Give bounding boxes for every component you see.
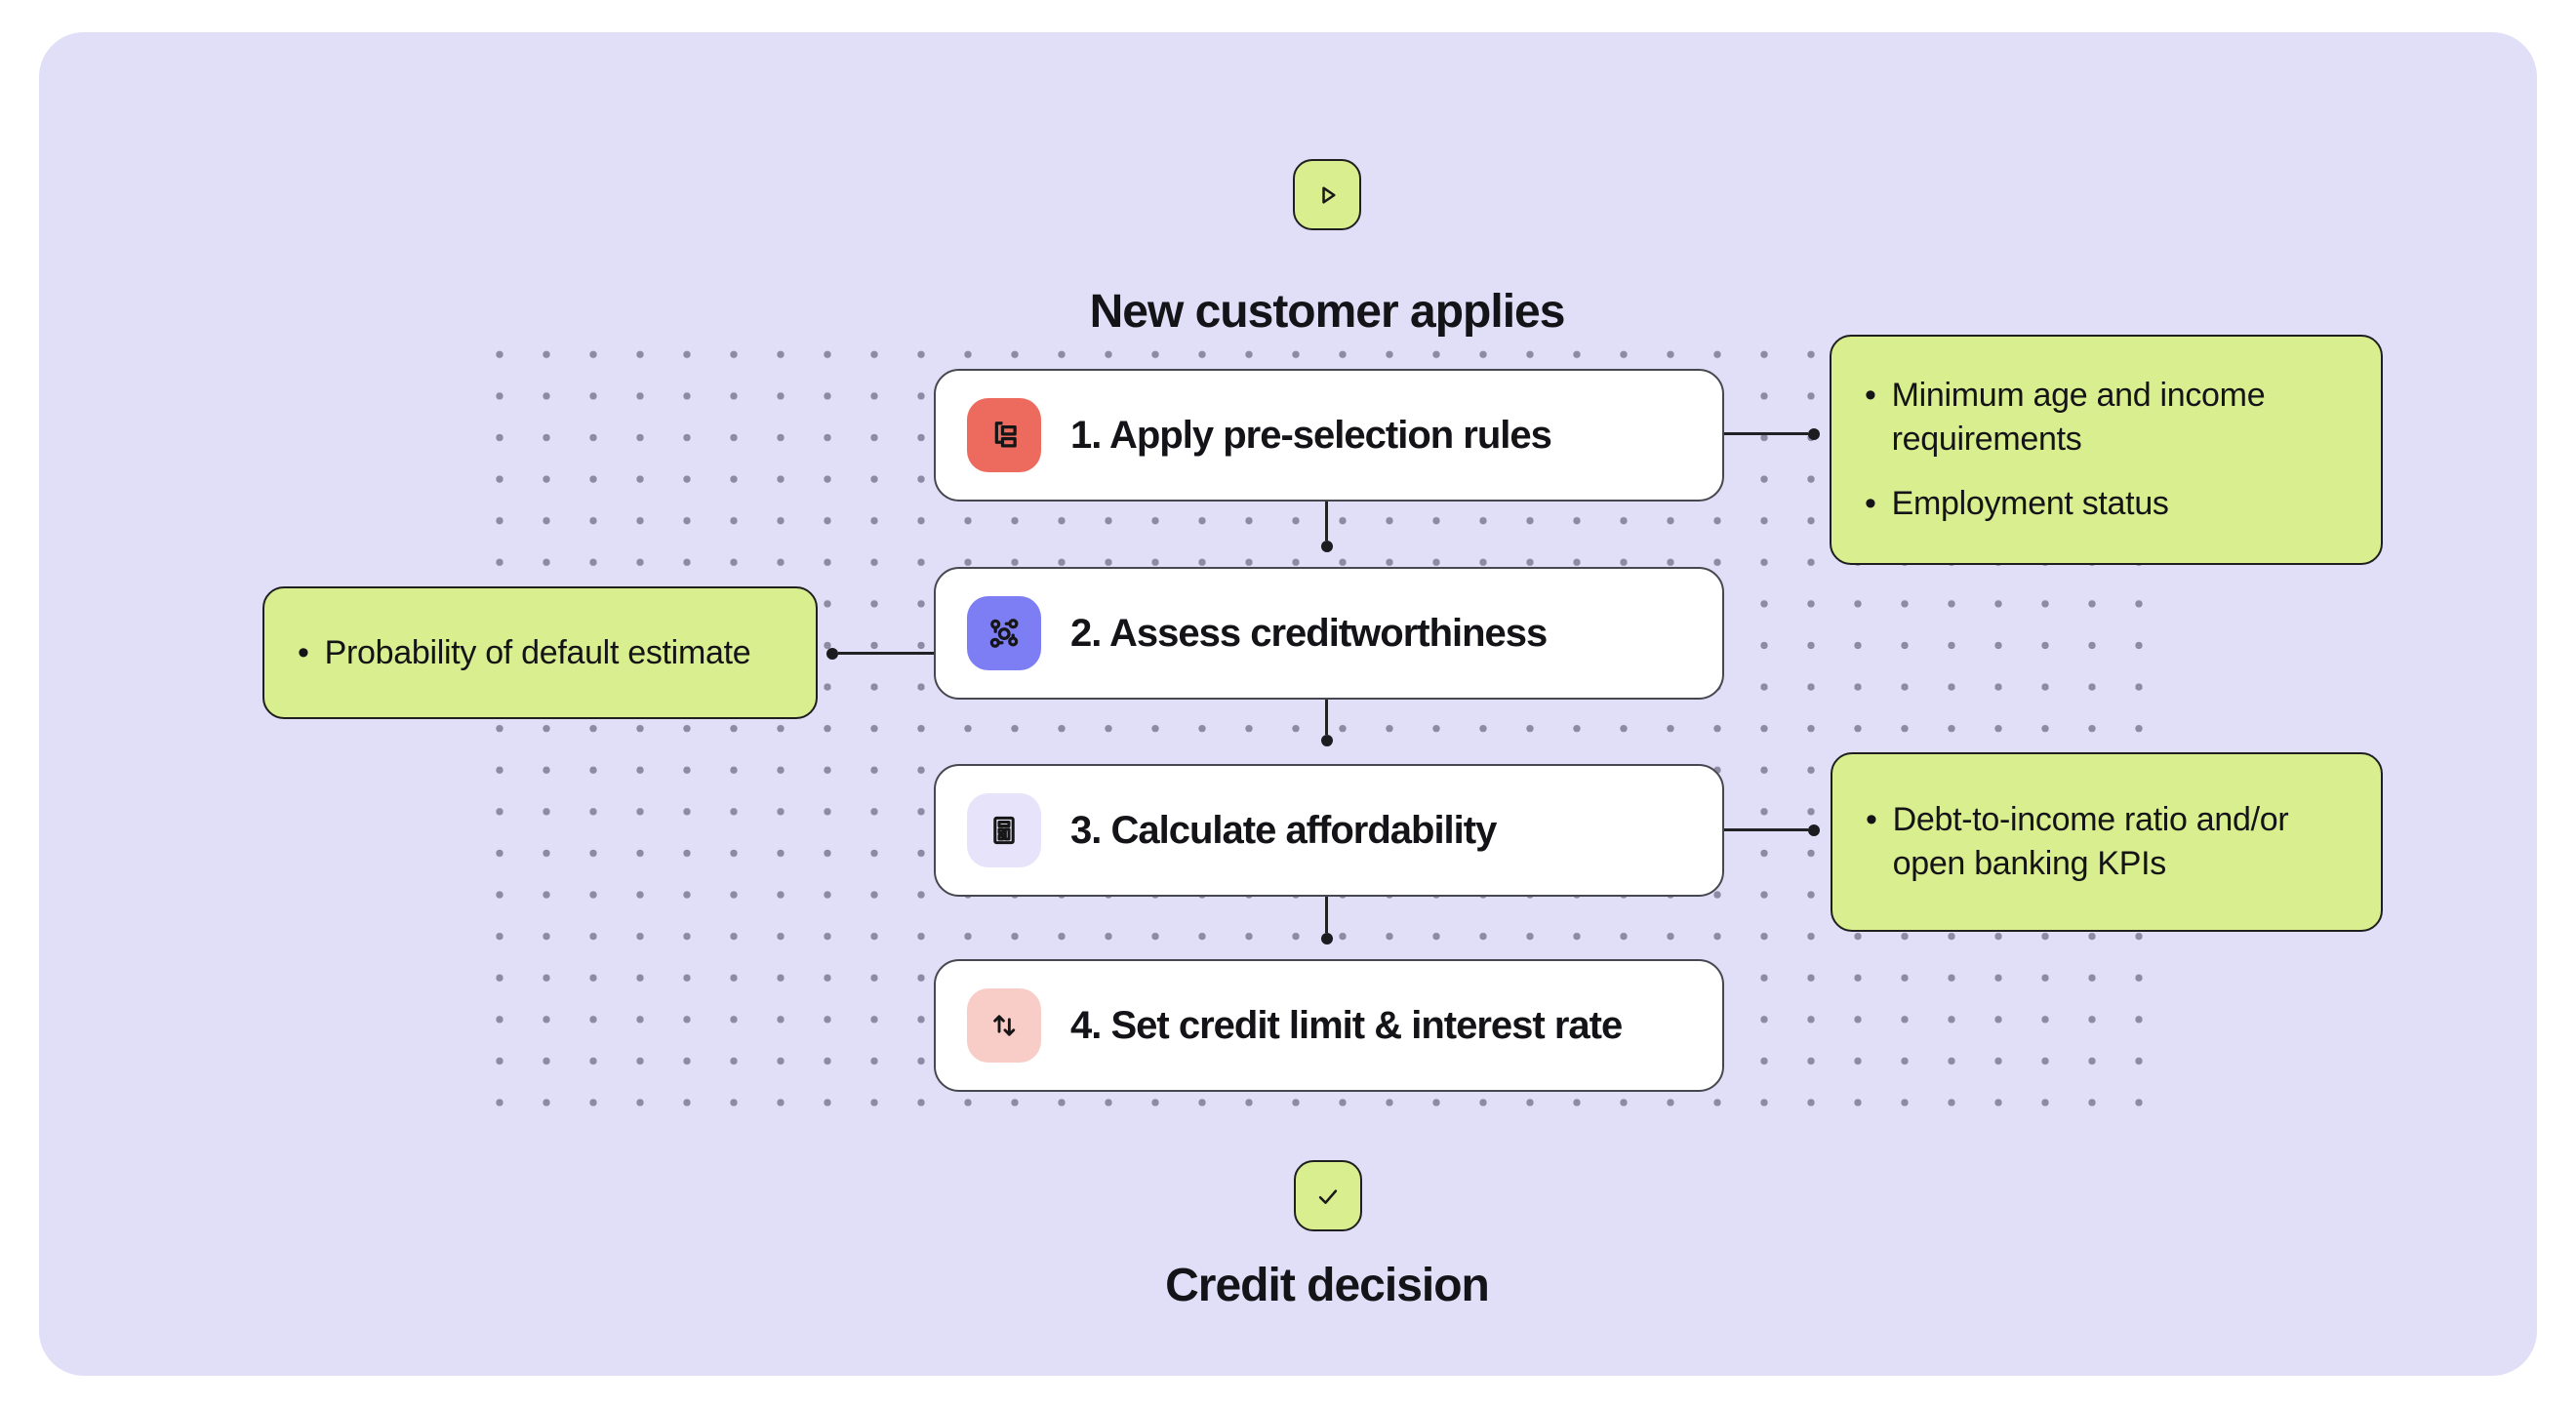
bullet-marker: • <box>1865 376 1876 414</box>
end-label: Credit decision <box>1165 1260 1490 1311</box>
annotation-default-probability[interactable]: • Probability of default estimate <box>262 586 818 719</box>
step2-label: 2. Assess creditworthiness <box>1070 611 1548 655</box>
connector-endpoint-dot <box>1808 428 1820 440</box>
step3-label: 3. Calculate affordability <box>1070 808 1497 852</box>
connector-endpoint-dot <box>1808 824 1820 836</box>
bullet-marker: • <box>1865 485 1876 523</box>
connector-endpoint-dot <box>1321 735 1333 746</box>
step4-label: 4. Set credit limit & interest rate <box>1070 1003 1623 1047</box>
connector-endpoint-dot <box>1321 933 1333 945</box>
check-icon <box>1309 1178 1347 1215</box>
up-down-arrows-icon <box>982 1003 1026 1048</box>
step-node-apply-preselection-rules[interactable]: 1. Apply pre-selection rules <box>934 369 1724 502</box>
annotation-text: Minimum age and income <box>1891 376 2266 414</box>
annotation-text: Debt-to-income ratio and/or <box>1892 801 2289 839</box>
list-item: • Minimum age and income requirements <box>1865 374 2355 462</box>
connector-endpoint-dot <box>1321 541 1333 552</box>
step1-icon-tile <box>967 398 1041 472</box>
start-label: New customer applies <box>1089 286 1566 338</box>
connector-step3-step4 <box>1325 897 1328 933</box>
step-node-calculate-affordability[interactable]: 3. Calculate affordability <box>934 764 1724 897</box>
connector-step1-annotation <box>1724 432 1808 435</box>
step4-icon-tile <box>967 988 1041 1063</box>
calculator-icon <box>982 808 1026 853</box>
annotation-text: requirements <box>1891 420 2082 458</box>
annotation-preselection-criteria[interactable]: • Minimum age and income requirements • … <box>1830 335 2383 565</box>
step1-label: 1. Apply pre-selection rules <box>1070 413 1552 457</box>
play-icon <box>1308 177 1346 214</box>
connector-step2-step3 <box>1325 700 1328 735</box>
list-item: • Debt-to-income ratio and/or open banki… <box>1866 798 2355 886</box>
step-node-assess-creditworthiness[interactable]: 2. Assess creditworthiness <box>934 567 1724 700</box>
step-node-set-credit-limit[interactable]: 4. Set credit limit & interest rate <box>934 959 1724 1092</box>
list-item: • Employment status <box>1865 482 2355 526</box>
annotation-text: Probability of default estimate <box>324 633 751 671</box>
start-node[interactable] <box>1293 159 1361 230</box>
step2-icon-tile <box>967 596 1041 670</box>
connector-step1-step2 <box>1325 502 1328 541</box>
model-graph-icon <box>982 611 1026 656</box>
connector-step3-annotation <box>1724 828 1808 831</box>
list-item: • Probability of default estimate <box>298 631 790 675</box>
annotation-text: open banking KPIs <box>1892 845 2167 882</box>
connector-endpoint-dot <box>826 648 838 660</box>
bullet-marker: • <box>298 633 309 671</box>
annotation-affordability-kpis[interactable]: • Debt-to-income ratio and/or open banki… <box>1831 752 2383 932</box>
annotation-text: Employment status <box>1891 485 2169 523</box>
bullet-marker: • <box>1866 801 1877 839</box>
end-node[interactable] <box>1294 1160 1362 1231</box>
diagram-panel: New customer applies 1. Apply pre-select… <box>39 32 2537 1376</box>
rules-tree-icon <box>982 413 1026 458</box>
step3-icon-tile <box>967 793 1041 867</box>
connector-annotation-step2 <box>838 652 934 655</box>
